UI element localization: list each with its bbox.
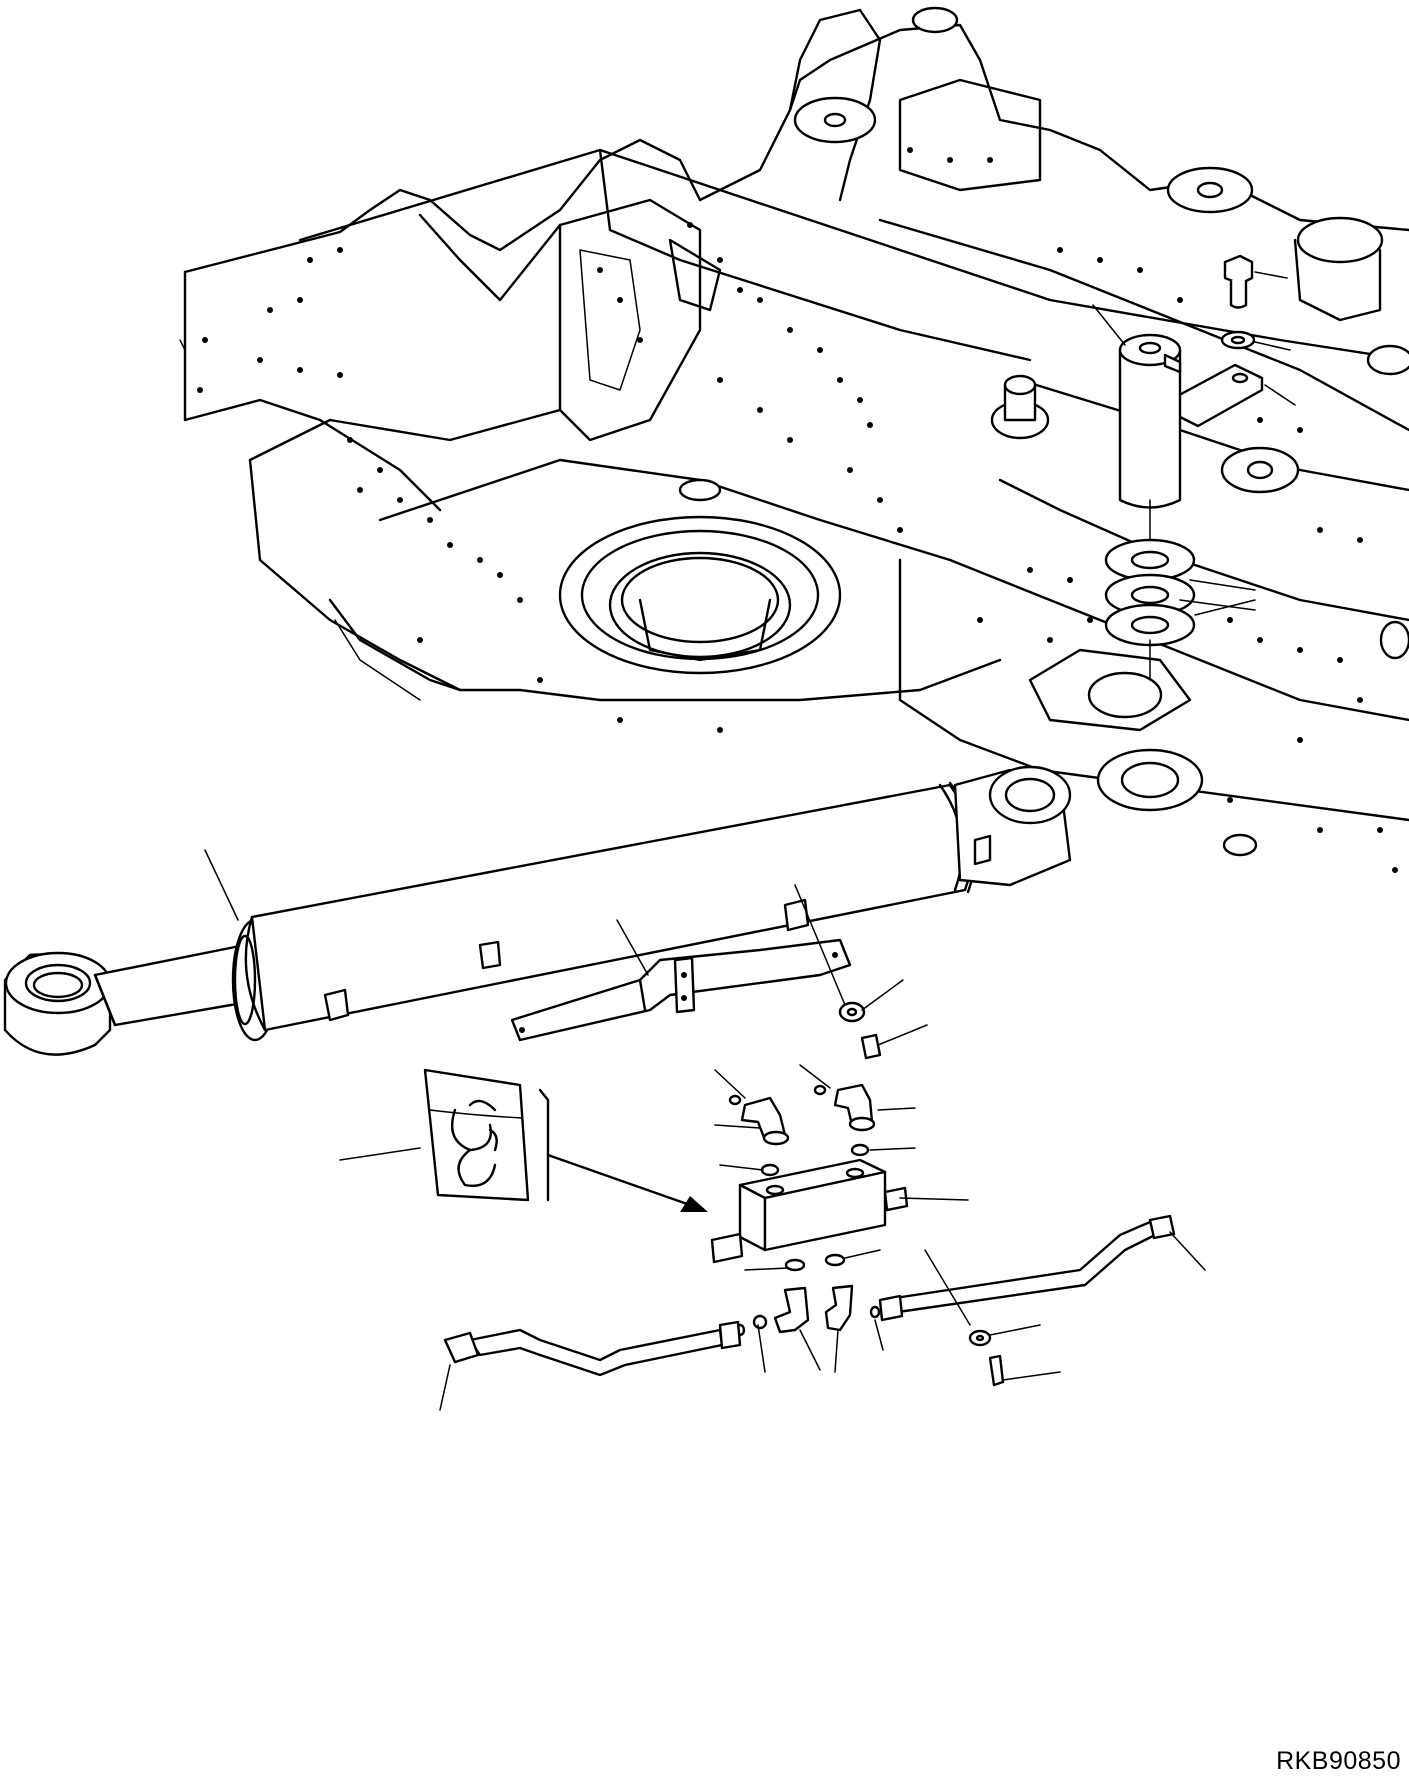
seal-kit-bag-icon [423,1068,550,1202]
swing-circle [558,478,842,675]
arrow-icon [546,1153,692,1207]
hex-bolt-icon [1223,254,1254,286]
bolt-icon [860,1033,882,1060]
bolt-icon [988,1354,1005,1387]
hydraulic-hoses [443,1214,1176,1377]
hydraulic-cylinder [3,765,1072,1056]
elbow-fitting-icon [773,1286,810,1334]
revolving-frame [179,6,1409,873]
leader-lines [204,271,1296,1411]
mounting-bracket [510,938,852,1042]
frame-bolt-holes [197,147,1398,873]
control-valve-block [710,1158,909,1264]
drawing-code: RKB90850 [1276,1747,1401,1775]
elbow-fitting-icon [824,1284,854,1332]
boom-foot-pin-assembly [1104,254,1264,681]
